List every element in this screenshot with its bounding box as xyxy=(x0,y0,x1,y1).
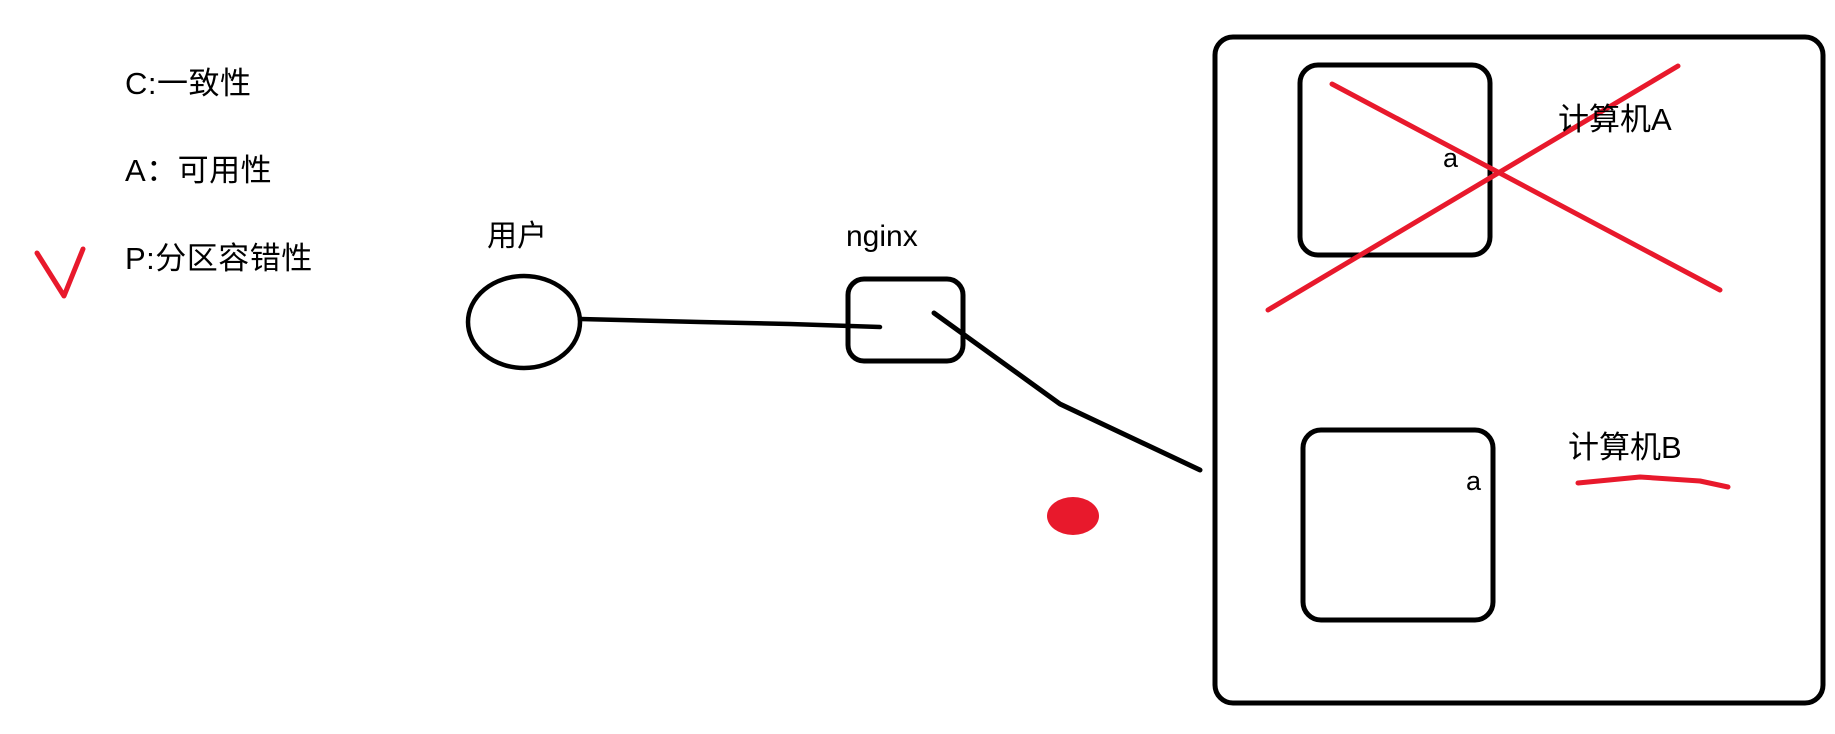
edge-user-nginx xyxy=(577,316,883,330)
machine-a-cross-line-1 xyxy=(1329,81,1723,293)
machine-a-box[interactable] xyxy=(1297,62,1493,258)
machine-b-label: 计算机B xyxy=(1568,430,1682,465)
machine-b-box[interactable] xyxy=(1300,427,1496,623)
nginx-node-label: nginx xyxy=(846,220,918,253)
machine-a-label: 计算机A xyxy=(1558,102,1672,137)
red-checkmark-icon xyxy=(34,246,86,299)
user-node-label: 用户 xyxy=(487,220,547,253)
server-cluster-container xyxy=(1212,34,1826,706)
machine-a-cross-line-2 xyxy=(1265,63,1681,313)
cap-legend-item-partition-tolerance: P:分区容错性 xyxy=(125,241,313,276)
edge-nginx-machine-b xyxy=(931,310,1203,473)
cap-legend-item-availability: A：可用性 xyxy=(125,153,273,188)
nginx-node-shape[interactable] xyxy=(845,276,966,364)
machine-b-red-underline xyxy=(1575,474,1731,490)
cap-legend-item-consistency: C:一致性 xyxy=(125,66,252,101)
machine-a-inner-letter: a xyxy=(1443,143,1459,173)
machine-b-inner-letter: a xyxy=(1466,466,1482,496)
user-node-shape[interactable] xyxy=(465,273,583,371)
red-dot-marker-icon xyxy=(1047,497,1099,535)
